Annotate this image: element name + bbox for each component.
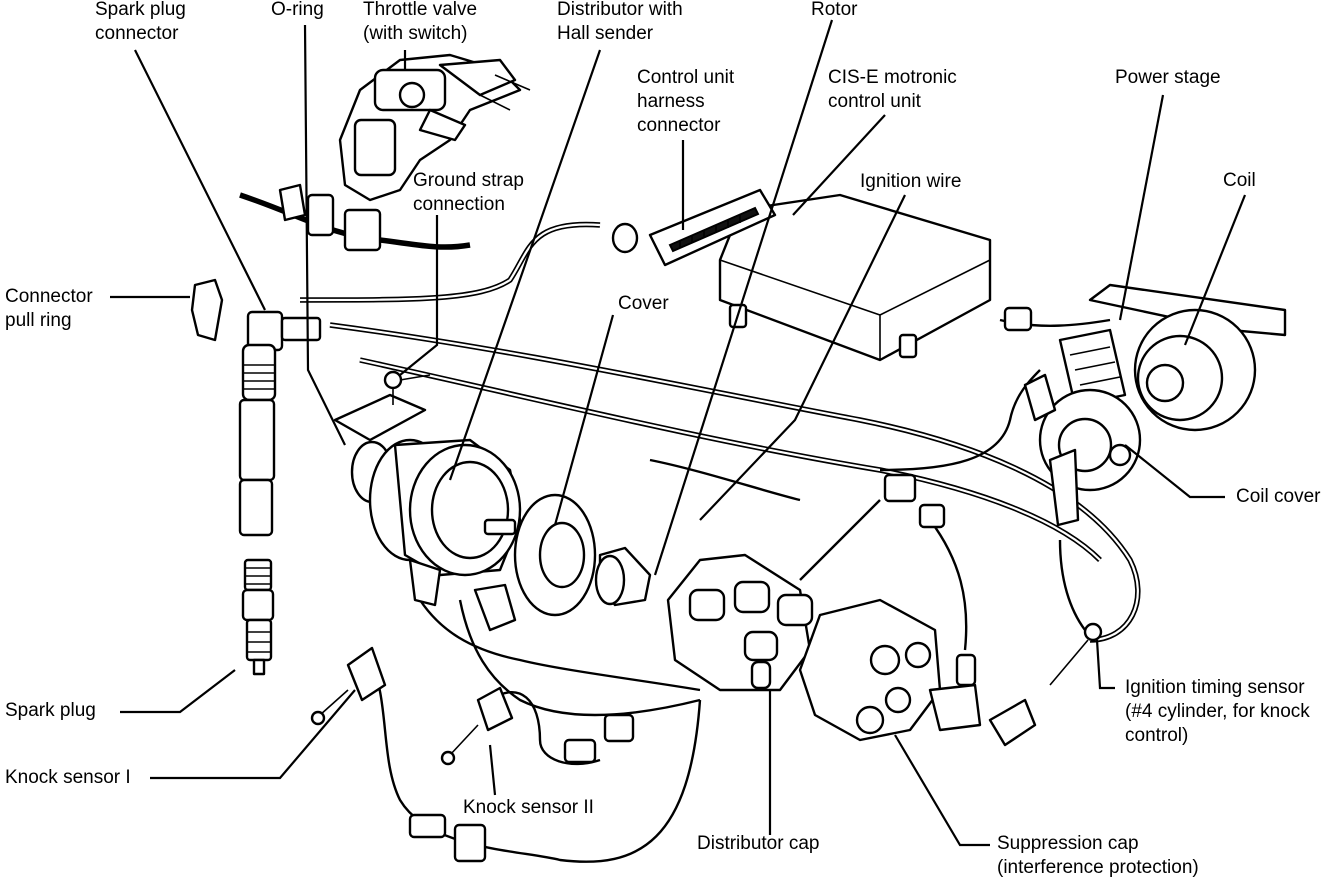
spark-plug-illustration bbox=[190, 278, 322, 676]
ground-strap-illustration bbox=[333, 370, 431, 442]
cover-illustration bbox=[513, 493, 597, 617]
leader-lines bbox=[110, 19, 1247, 847]
wiring-harness bbox=[239, 192, 1141, 863]
suppression-cap-illustration bbox=[798, 598, 1037, 747]
distributor-illustration bbox=[350, 438, 522, 632]
label-spark-plug: Spark plug bbox=[5, 700, 96, 721]
distributor-cap-illustration bbox=[666, 553, 814, 692]
label-ignition-wire: Ignition wire bbox=[860, 171, 962, 192]
label-coil: Coil bbox=[1223, 170, 1256, 191]
label-coil-cover: Coil cover bbox=[1236, 486, 1321, 507]
label-knock-sensor-1: Knock sensor I bbox=[5, 767, 131, 788]
label-ignition-timing-sensor: Ignition timing sensor(#4 cylinder, for … bbox=[1125, 677, 1310, 746]
coil-power-stage-illustration bbox=[1003, 283, 1287, 527]
knock-sensor-illustrations bbox=[310, 473, 1103, 863]
label-o-ring: O-ring bbox=[271, 0, 324, 20]
control-unit-illustration bbox=[611, 188, 992, 362]
throttle-valve-illustration bbox=[278, 53, 531, 252]
label-power-stage: Power stage bbox=[1115, 67, 1221, 88]
label-knock-sensor-2: Knock sensor II bbox=[463, 797, 594, 818]
label-cover: Cover bbox=[618, 293, 669, 314]
label-suppression-cap: Suppression cap(interference protection) bbox=[997, 833, 1199, 878]
label-rotor: Rotor bbox=[811, 0, 858, 20]
label-throttle-valve: Throttle valve(with switch) bbox=[363, 0, 478, 44]
rotor-illustration bbox=[594, 546, 652, 607]
label-distributor-cap: Distributor cap bbox=[697, 833, 820, 854]
